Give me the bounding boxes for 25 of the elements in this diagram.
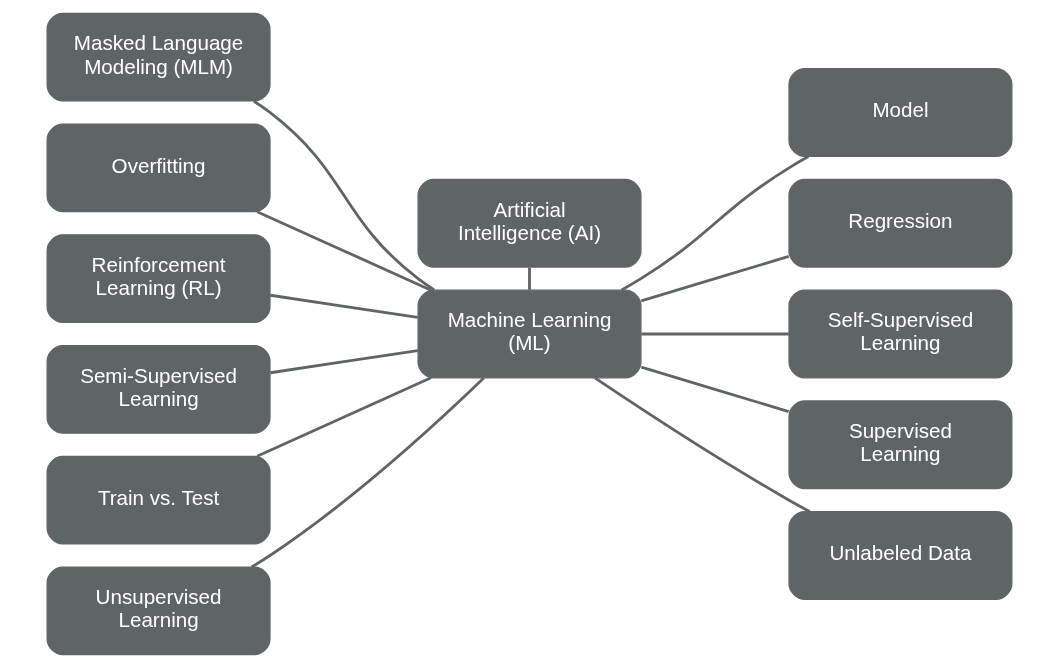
connector <box>252 100 435 292</box>
node-box: Model <box>787 68 1012 157</box>
connector <box>269 293 418 319</box>
connector <box>640 332 789 336</box>
node-box: Supervised Learning <box>787 400 1012 490</box>
connector <box>250 377 485 569</box>
connector <box>593 376 810 513</box>
node-box: Self-Supervised Learning <box>787 289 1012 379</box>
connector <box>640 255 789 303</box>
node-box: Reinforcement Learning (RL) <box>46 234 271 324</box>
connector <box>640 365 789 413</box>
connector <box>620 155 809 292</box>
node-box: Unlabeled Data <box>787 511 1012 600</box>
node-box: Masked Language Modeling (MLM) <box>46 12 271 102</box>
node-box: Train vs. Test <box>46 455 271 545</box>
connector <box>269 349 418 375</box>
node-box: Semi-Supervised Learning <box>46 344 271 434</box>
node-box: Overfitting <box>46 123 271 213</box>
connector <box>256 210 432 292</box>
node-box: Regression <box>787 178 1012 268</box>
node-box: Machine Learning (ML) <box>416 289 642 379</box>
connector <box>527 267 531 290</box>
node-box: Artificial Intelligence (AI) <box>416 178 642 268</box>
connector <box>256 376 432 458</box>
node-box: Unsupervised Learning <box>46 566 271 656</box>
